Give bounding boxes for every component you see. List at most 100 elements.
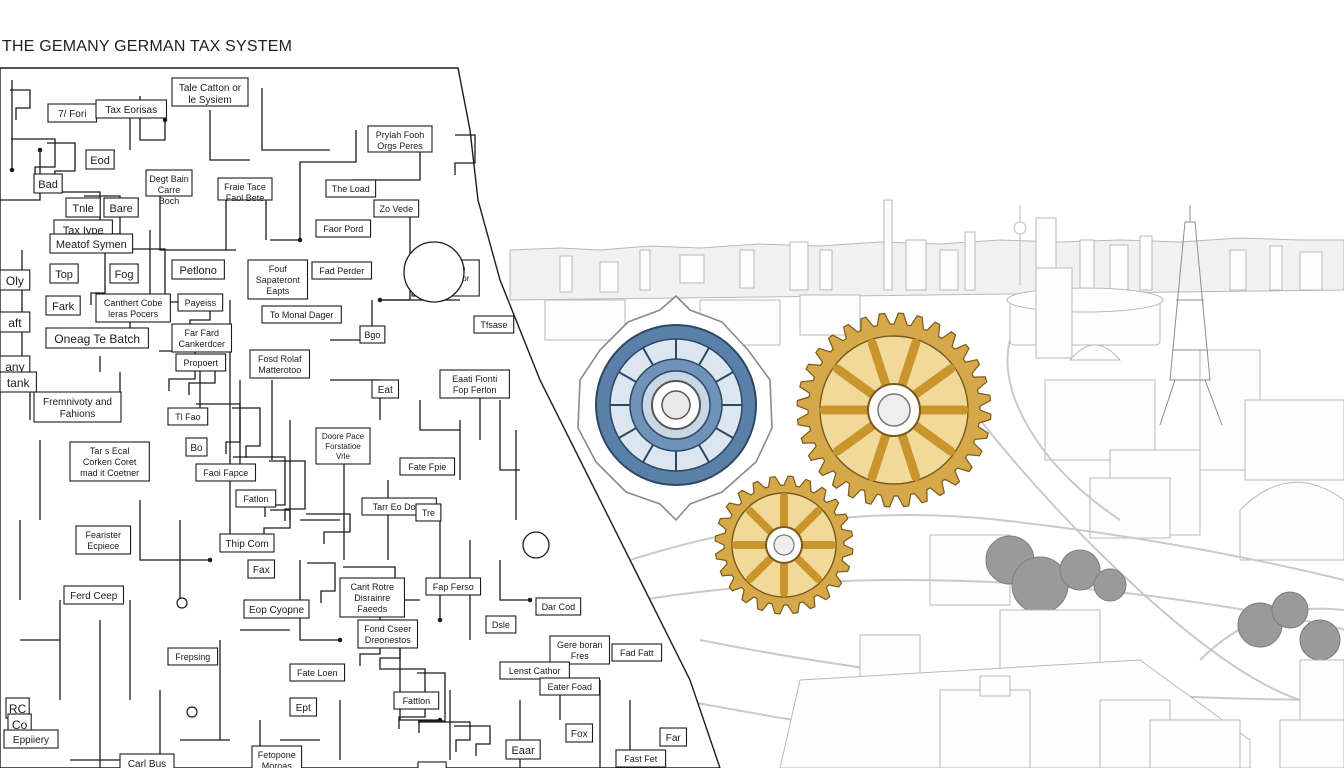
flowchart-node: Fox (565, 723, 594, 743)
foreground-buildings (779, 609, 1344, 769)
flowchart-node: Fal (417, 761, 447, 773)
flowchart-label: Eater Foad (547, 682, 592, 692)
flowchart-label: The Load (332, 184, 370, 194)
flowchart-label: Eat (378, 385, 393, 396)
flowchart-node: Petlono (171, 259, 225, 280)
flowchart-label: aft (8, 316, 22, 330)
flowchart-label: Bare (109, 203, 132, 215)
flowchart-node: Eppiiery (3, 729, 59, 749)
flowchart-label: Meatof Symen (56, 239, 127, 251)
flowchart-node: Fark (45, 295, 81, 316)
flowchart-label: Carl Bus (128, 759, 166, 768)
flowchart-node: Tre (415, 503, 442, 522)
flowchart-label: Tre (422, 508, 435, 518)
skyline (509, 199, 1344, 301)
flowchart-node: Tl Fao (167, 407, 209, 426)
flowchart-node: Fate Fpie (399, 457, 456, 476)
flowchart-node: Tfsase (473, 315, 515, 334)
flowchart-label: Tarr Eo Doett (373, 502, 427, 512)
flowchart-label: 7/ Fori (58, 109, 86, 120)
flowchart-node: Fog (109, 263, 139, 284)
flowchart-label: Far (666, 733, 682, 744)
flowchart-label: To Monal Dager (270, 310, 334, 320)
page-title: THE GEMANY GERMAN TAX SYSTEM (2, 38, 293, 55)
flowchart-circle-node (186, 706, 198, 718)
flowchart-label: Ferd Ceep (70, 591, 118, 602)
flowchart-node: Oneag Te Batch (45, 327, 149, 349)
flowchart-node: Tax Eorisas (95, 99, 168, 119)
flowchart-node: Eater Foad (539, 677, 601, 696)
flowchart-label: Fog (115, 269, 134, 281)
flowchart-node: Thip Com (219, 533, 275, 553)
flowchart-label: Thip Com (225, 539, 268, 550)
flowchart-node: Co (7, 713, 32, 735)
flowchart-label: Fate Fpie (408, 462, 446, 472)
flowchart-node: Eaar (505, 739, 541, 760)
flowchart-node: Fattlon (393, 691, 440, 710)
flowchart-label: Bgo (364, 330, 380, 340)
flowchart-node: Zo Vede (373, 199, 420, 218)
flowchart-circle-node (176, 597, 188, 609)
tower (1159, 205, 1223, 426)
flowchart-label: Payeiss (185, 298, 217, 308)
flowchart-label: Tnle (72, 203, 93, 215)
flowchart-label: Bad (38, 179, 58, 191)
flowchart-node: Fad Fatt (611, 643, 663, 662)
flowchart-label: Zo Vede (380, 204, 414, 214)
flowchart-node: Fad Perder (311, 261, 373, 280)
flowchart-node: Propoert (175, 353, 227, 372)
flowchart-label: RC (9, 702, 27, 716)
flowchart-label: Fattlon (403, 696, 431, 706)
flowchart-label: Petlono (180, 265, 217, 277)
flowchart-label: Co (12, 718, 28, 732)
flowchart-label: Fox (571, 729, 588, 740)
flowchart-node: any (0, 355, 31, 377)
trees (985, 535, 1341, 661)
flowchart-label: Fax (253, 565, 270, 576)
flowchart-label: Eod (90, 155, 110, 167)
flowchart-node: Bgo (359, 325, 386, 344)
cityscape (509, 199, 1344, 769)
flowchart-node: Meatof Symen (49, 233, 134, 254)
flowchart-circle-node (522, 531, 550, 559)
small-gold-gear (714, 475, 854, 615)
flowchart-node: Ferd Ceep (63, 585, 125, 605)
flowchart-label: Lenst Cathor (509, 666, 561, 676)
flowchart-node: Oly (0, 269, 31, 291)
flowchart-node: Bo (185, 437, 208, 457)
flowchart-node: Lenst Cathor (499, 661, 570, 680)
flowchart-node: aft (0, 311, 31, 333)
flowchart-node: Fax (247, 559, 276, 579)
flowchart-node: Ept (289, 697, 318, 717)
flowchart-label: Dsle (492, 620, 510, 630)
large-gold-gear (796, 312, 992, 508)
flowchart-label: Fad Perder (319, 266, 364, 276)
flowchart-label: Fatlon (243, 494, 268, 504)
